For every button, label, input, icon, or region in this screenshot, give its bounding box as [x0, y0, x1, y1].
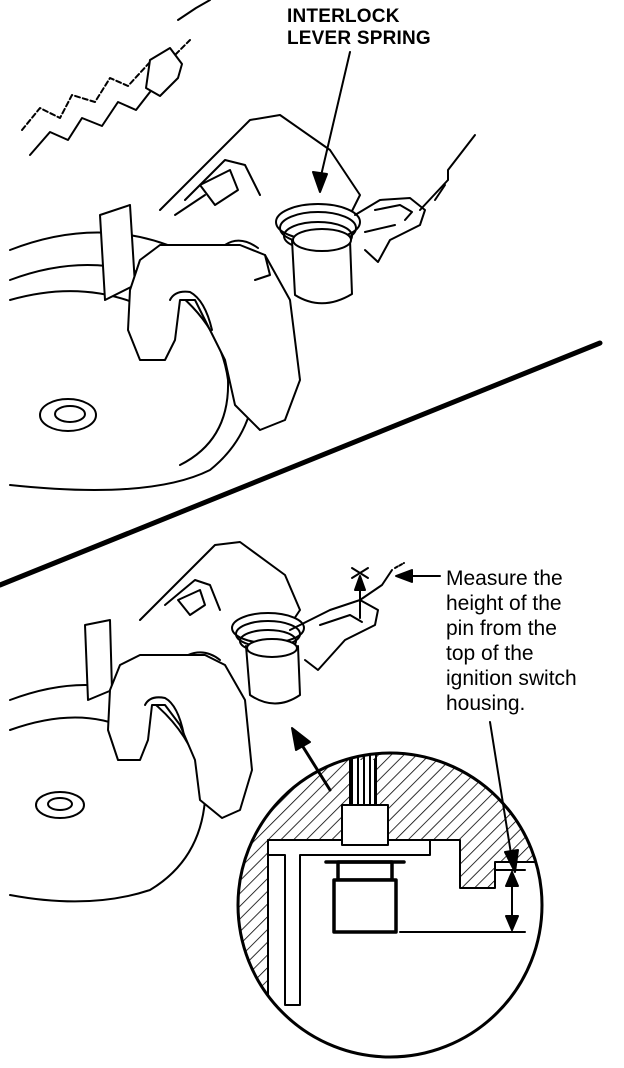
measure-line-6: housing.: [446, 692, 526, 715]
measure-instruction-label: Measure the height of the pin from the t…: [446, 566, 577, 716]
measure-line-5: ignition switch: [446, 667, 577, 690]
measure-line-1: Measure the: [446, 567, 563, 590]
interlock-lever-spring-label: INTERLOCK LEVER SPRING: [287, 6, 431, 50]
measure-line-3: pin from the: [446, 617, 557, 640]
callout-top-line-1: INTERLOCK: [287, 6, 400, 27]
zoom-detail-circle: [236, 751, 544, 1059]
measure-line-4: top of the: [446, 642, 534, 665]
divider-line: [0, 340, 603, 588]
bottom-view-assembly: [9, 541, 519, 903]
top-view-assembly: [9, 0, 476, 491]
callout-top-line-2: LEVER SPRING: [287, 28, 431, 49]
measure-line-2: height of the: [446, 592, 562, 615]
